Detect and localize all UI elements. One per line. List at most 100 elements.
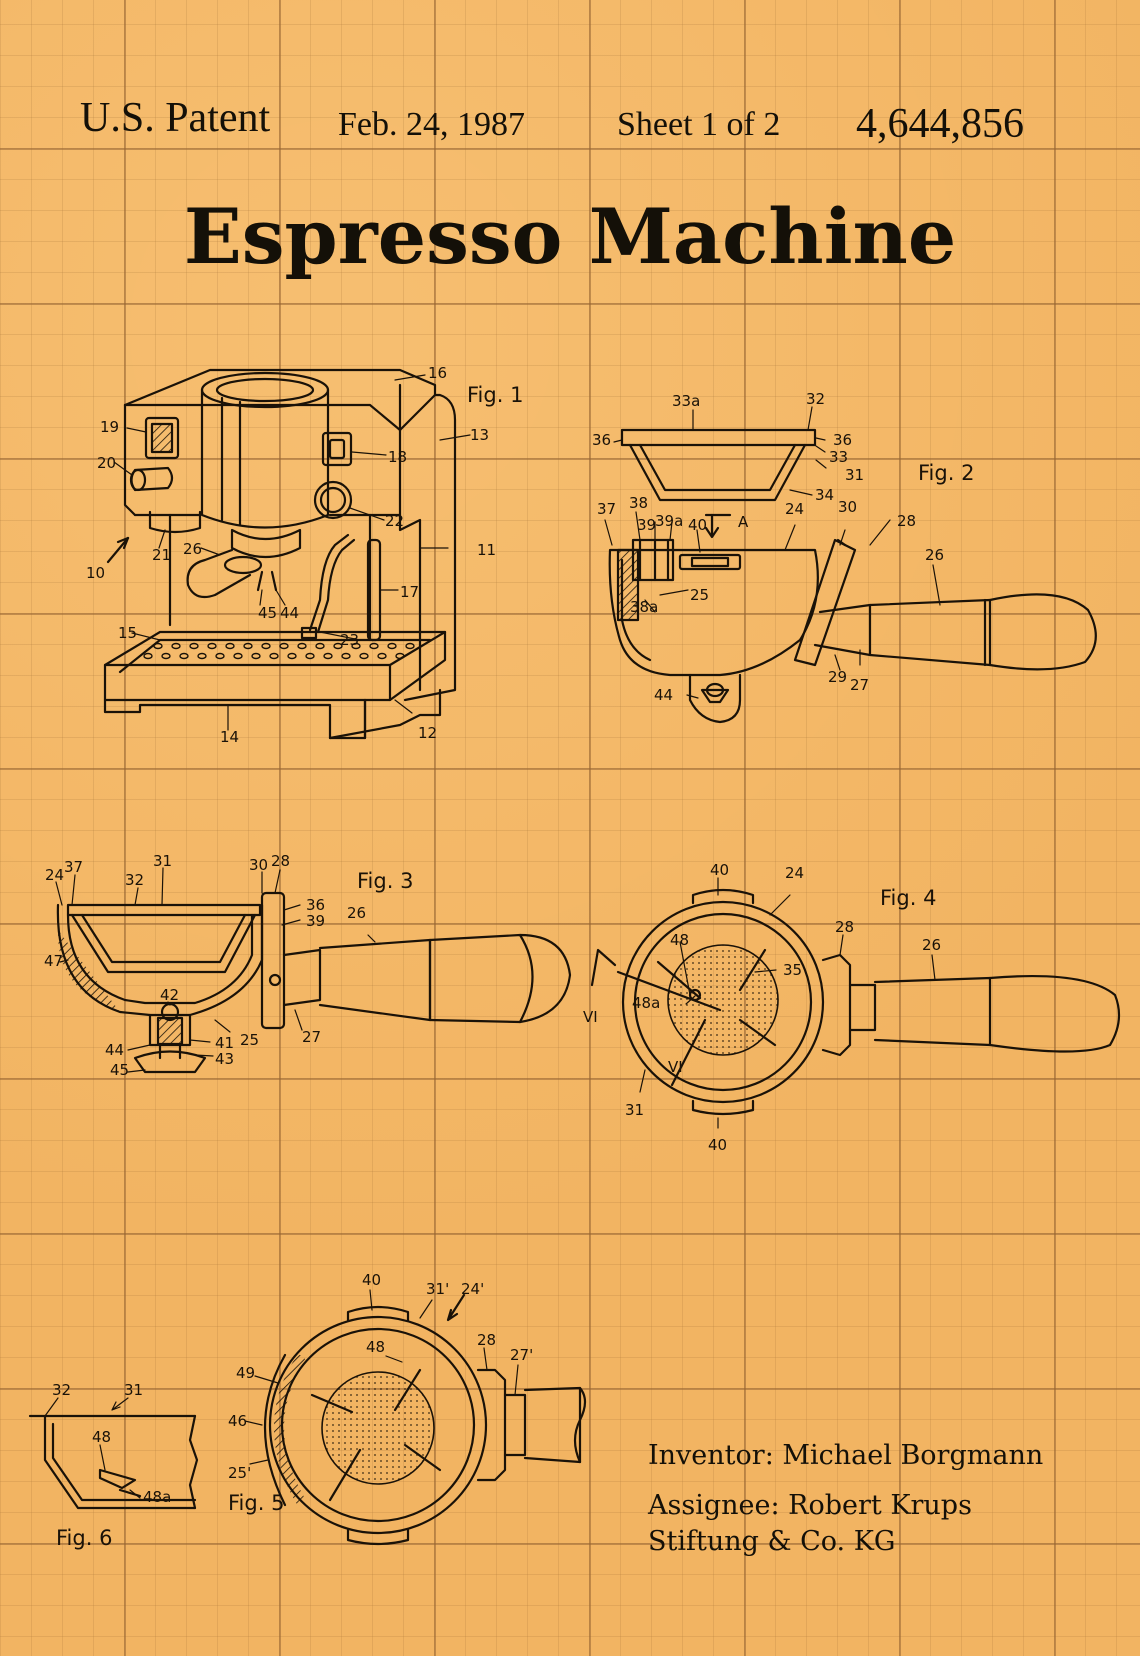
fig5-drawing [244, 1289, 587, 1546]
fig3-label: 37 [64, 858, 83, 876]
patent-number: 4,644,856 [856, 101, 1024, 147]
fig1-label: 17 [400, 583, 419, 601]
fig2-label: 24 [785, 500, 804, 518]
fig3-label: 39 [306, 912, 325, 930]
fig1-label: 12 [418, 724, 437, 742]
fig2-label: 36 [833, 431, 852, 449]
fig6-label: 31 [124, 1381, 143, 1399]
fig2-label: 29 [828, 668, 847, 686]
fig1-label: 18 [388, 448, 407, 466]
fig4-label: 40 [710, 861, 729, 879]
fig3-label: 43 [215, 1050, 234, 1068]
fig1-label: 16 [428, 364, 447, 382]
fig1-drawing [103, 368, 471, 740]
fig4-label: 40 [708, 1136, 727, 1154]
fig6-labels: Fig. 6 32 31 48 48a [52, 1381, 171, 1550]
fig3-label: 31 [153, 852, 172, 870]
fig4-label: 48 [670, 931, 689, 949]
fig2-label: 38a [630, 598, 658, 616]
fig6-label: 32 [52, 1381, 71, 1399]
sheet-indicator: Sheet 1 of 2 [617, 106, 781, 143]
fig3-label: 26 [347, 904, 366, 922]
fig2-label: 32 [806, 390, 825, 408]
fig3-label: 28 [271, 852, 290, 870]
fig4-label: 35 [783, 961, 802, 979]
fig3-label: 30 [249, 856, 268, 874]
fig3-labels: Fig. 3 24 37 32 31 30 28 36 39 26 47 42 … [44, 852, 413, 1079]
fig6-drawing [28, 1397, 199, 1510]
fig4-label: 26 [922, 936, 941, 954]
fig1-label: 44 [280, 604, 299, 622]
assignee-credit-line1: Assignee: Robert Krups [648, 1490, 972, 1521]
fig2-label: 34 [815, 486, 834, 504]
fig1-label: 45 [258, 604, 277, 622]
fig5-label: 46 [228, 1412, 247, 1430]
fig2-label: 33a [672, 392, 700, 410]
fig3-label: 41 [215, 1034, 234, 1052]
fig4-label: 28 [835, 918, 854, 936]
fig1-label: 20 [97, 454, 116, 472]
fig6-label: 48a [143, 1488, 171, 1506]
fig3-label: 45 [110, 1061, 129, 1079]
fig1-label: 10 [86, 564, 105, 582]
assignee-credit-line2: Stiftung & Co. KG [648, 1526, 896, 1557]
page-title: Espresso Machine [183, 192, 957, 281]
fig1-label: 14 [220, 728, 239, 746]
fig1-label: 23 [340, 631, 359, 649]
fig2-label: 36 [592, 431, 611, 449]
fig3-label: 25 [240, 1031, 259, 1049]
fig1-label: 13 [470, 426, 489, 444]
fig3-label: 42 [160, 986, 179, 1004]
patent-label: U.S. Patent [80, 95, 271, 141]
fig2-drawing [604, 406, 1097, 724]
fig5-caption: Fig. 5 [228, 1491, 284, 1515]
fig4-label: 24 [785, 864, 804, 882]
fig3-label: 27 [302, 1028, 321, 1046]
fig3-drawing [55, 867, 572, 1074]
fig4-caption: Fig. 4 [880, 886, 936, 910]
fig4-drawing [590, 877, 1121, 1129]
fig2-label: 33 [829, 448, 848, 466]
fig2-label: 28 [897, 512, 916, 530]
fig2-label: 37 [597, 500, 616, 518]
fig5-label: 49 [236, 1364, 255, 1382]
fig3-label: 32 [125, 871, 144, 889]
fig2-label: 39a [655, 512, 683, 530]
fig4-label: 48a [632, 994, 660, 1012]
fig5-label: 40 [362, 1271, 381, 1289]
fig1-label: 21 [152, 546, 171, 564]
fig2-label: 39 [637, 516, 656, 534]
fig1-label: 19 [100, 418, 119, 436]
fig5-label: 27' [510, 1346, 533, 1364]
fig5-label: 31' [426, 1280, 449, 1298]
fig1-label: 26 [183, 540, 202, 558]
fig2-label: 44 [654, 686, 673, 704]
fig5-label: 28 [477, 1331, 496, 1349]
fig1-caption: Fig. 1 [467, 383, 523, 407]
fig1-label: 11 [477, 541, 496, 559]
fig5-labels: Fig. 5 40 31' 24' 48 28 27' 49 46 25' [228, 1271, 533, 1515]
fig1-label: 15 [118, 624, 137, 642]
fig2-label: 27 [850, 676, 869, 694]
fig5-label: 48 [366, 1338, 385, 1356]
fig2-label: 26 [925, 546, 944, 564]
fig3-label: 24 [45, 866, 64, 884]
fig5-label: 24' [461, 1280, 484, 1298]
fig2-labels: Fig. 2 33a 32 36 36 33 31 34 37 38 39 39… [592, 390, 974, 704]
inventor-credit: Inventor: Michael Borgmann [648, 1440, 1044, 1471]
fig2-label: 31 [845, 466, 864, 484]
fig2-label: A [738, 513, 749, 531]
fig2-label: 40 [688, 516, 707, 534]
fig2-label: 38 [629, 494, 648, 512]
fig1-label: 22 [385, 512, 404, 530]
fig6-label: 48 [92, 1428, 111, 1446]
fig2-label: 25 [690, 586, 709, 604]
fig6-caption: Fig. 6 [56, 1526, 112, 1550]
patent-date: Feb. 24, 1987 [338, 106, 525, 143]
fig3-label: 44 [105, 1041, 124, 1059]
fig3-label: 47 [44, 952, 63, 970]
fig2-caption: Fig. 2 [918, 461, 974, 485]
fig2-label: 30 [838, 498, 857, 516]
fig3-label: 36 [306, 896, 325, 914]
